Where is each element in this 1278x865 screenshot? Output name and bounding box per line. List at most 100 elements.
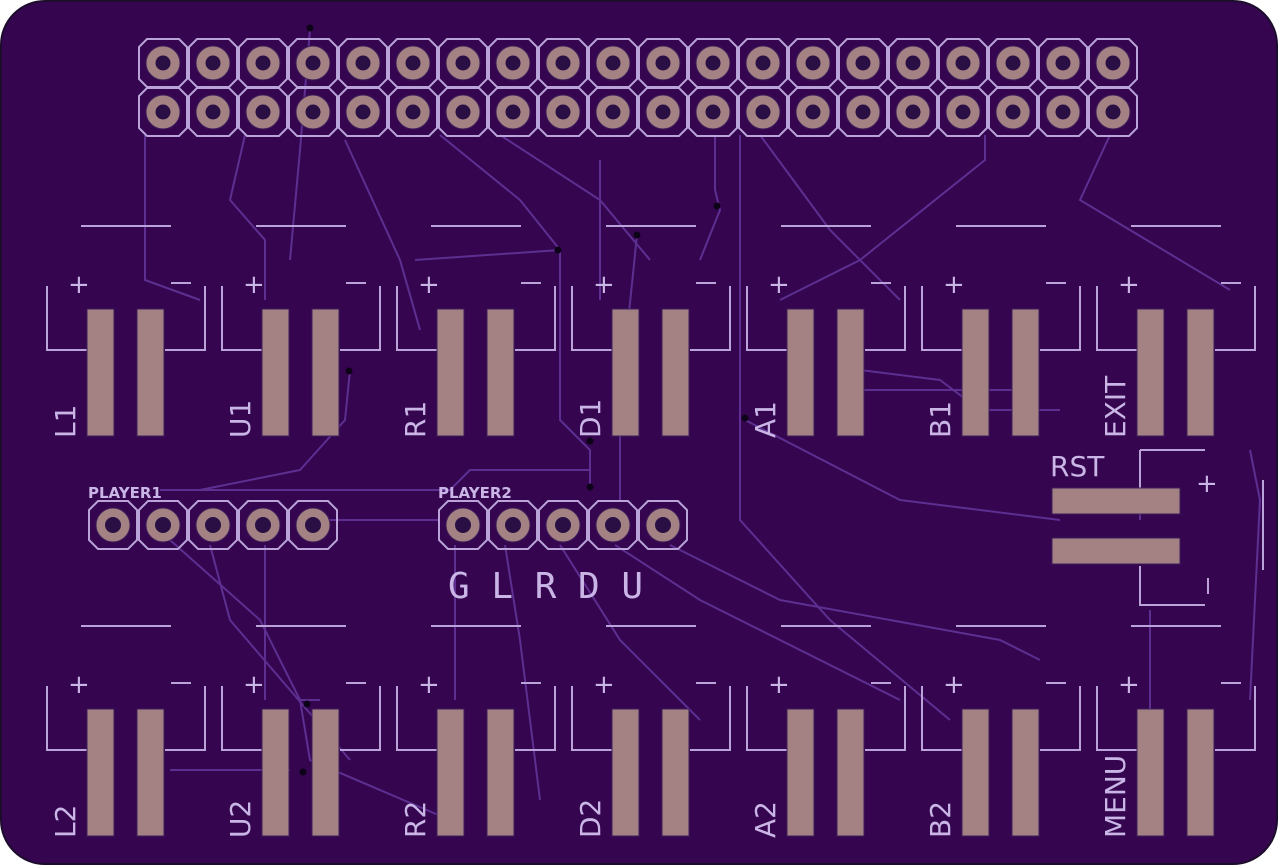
player-connectors: PLAYER1 PLAYER2 (88, 484, 688, 550)
button-pad (136, 308, 165, 437)
button-label: EXIT (1099, 375, 1132, 438)
header-pin (1038, 87, 1088, 137)
header-pin (838, 38, 888, 88)
via (713, 202, 721, 210)
button-r2[interactable]: + R2 (396, 625, 556, 838)
header-pin (738, 87, 788, 137)
button-l2[interactable]: + L2 (46, 625, 206, 838)
button-pad (436, 708, 465, 837)
reset-label: RST (1050, 450, 1105, 483)
button-label: R1 (399, 401, 432, 438)
button-pad (1186, 308, 1215, 437)
via (299, 768, 307, 776)
button-d2[interactable]: +D2 (571, 625, 731, 838)
button-pad (786, 708, 815, 837)
button-pad (836, 708, 865, 837)
via (306, 24, 314, 32)
connector-label: PLAYER1 (88, 484, 162, 502)
via (345, 367, 353, 375)
header-pin (638, 87, 688, 137)
header-pin (888, 38, 938, 88)
button-pad (311, 708, 340, 837)
button-pad (661, 308, 690, 437)
button-label: D1 (574, 399, 607, 438)
header-pin (1038, 38, 1088, 88)
polarity-plus: + (1118, 270, 1140, 300)
button-exit[interactable]: + EXIT (1096, 225, 1256, 438)
button-label: B2 (924, 801, 957, 838)
header-pin (588, 38, 638, 88)
button-label: A1 (749, 401, 782, 438)
header-pin (238, 87, 288, 137)
polarity-plus: + (768, 270, 790, 300)
player1-connector[interactable]: PLAYER1 (88, 484, 338, 550)
polarity-plus: + (68, 670, 90, 700)
button-pad (1136, 708, 1165, 837)
button-pad (486, 708, 515, 837)
button-b1[interactable]: + B1 (921, 225, 1081, 438)
button-menu[interactable]: +MENU (1096, 625, 1256, 838)
pin-legend: G L R D U (448, 566, 643, 607)
polarity-plus: + (943, 270, 965, 300)
reset-pad-2 (1051, 537, 1181, 565)
via (633, 231, 641, 239)
button-a2[interactable]: + A2 (746, 625, 906, 838)
button-l1[interactable]: + L1 (46, 225, 206, 438)
button-pad (136, 708, 165, 837)
button-a1[interactable]: + A1 (746, 225, 906, 438)
header-pin (888, 87, 938, 137)
polarity-plus: + (68, 270, 90, 300)
header-pin (538, 87, 588, 137)
polarity-plus: + (243, 270, 265, 300)
reset-switch[interactable]: RST + (1050, 449, 1264, 606)
button-label: U2 (224, 800, 257, 838)
gpio-header-2x20 (138, 38, 1138, 137)
polarity-plus: + (1118, 670, 1140, 700)
polarity-plus: + (593, 670, 615, 700)
button-pad (661, 708, 690, 837)
button-pad (261, 308, 290, 437)
header-pin (288, 87, 338, 137)
button-label: R2 (399, 801, 432, 838)
header-pin (538, 38, 588, 88)
button-u1[interactable]: +U1 (221, 225, 381, 438)
header-pin (788, 87, 838, 137)
header-pin (138, 87, 188, 137)
button-label: A2 (749, 801, 782, 838)
header-pin (488, 87, 538, 137)
player2-connector[interactable]: PLAYER2 (438, 484, 688, 550)
header-pin (988, 87, 1038, 137)
button-u2[interactable]: +U2 (221, 625, 381, 838)
polarity-plus: + (943, 670, 965, 700)
button-pad (611, 708, 640, 837)
button-r1[interactable]: +R1 (396, 225, 556, 438)
button-b2[interactable]: + B2 (921, 625, 1081, 838)
button-pad (436, 308, 465, 437)
polarity-plus: + (593, 270, 615, 300)
reset-plus: + (1196, 469, 1218, 499)
button-label: B1 (924, 401, 957, 438)
button-pad (486, 308, 515, 437)
button-pad (1186, 708, 1215, 837)
button-pad (86, 708, 115, 837)
button-pad (311, 308, 340, 437)
polarity-plus: + (768, 670, 790, 700)
button-label: L1 (49, 405, 82, 438)
via (303, 700, 311, 708)
vias (299, 24, 749, 776)
header-pin (788, 38, 838, 88)
header-pin (338, 87, 388, 137)
header-pin (438, 38, 488, 88)
connector-label: PLAYER2 (438, 484, 512, 502)
header-pin (1088, 87, 1138, 137)
button-footprints: +L1+U1+R1+D1+A1+B1+EXIT+L2+U2+R2+D2+A2+B… (46, 225, 1256, 838)
header-pin (688, 38, 738, 88)
header-pin (938, 38, 988, 88)
button-label: L2 (49, 805, 82, 838)
button-pad (961, 308, 990, 437)
header-pin (188, 87, 238, 137)
polarity-plus: + (418, 670, 440, 700)
header-pin (338, 38, 388, 88)
button-d1[interactable]: + D1 (571, 225, 731, 438)
